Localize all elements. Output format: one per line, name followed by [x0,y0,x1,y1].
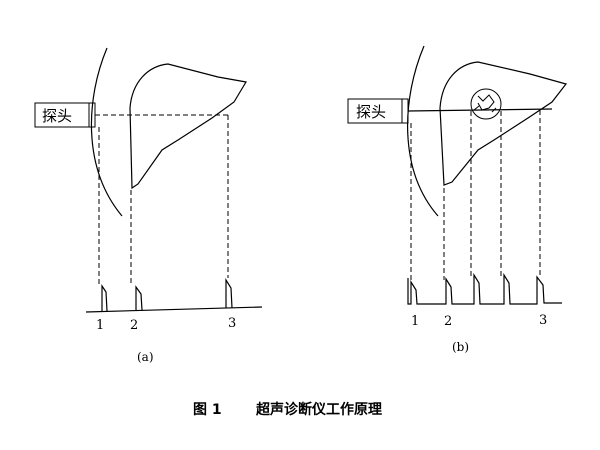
marker-1-a: 1 [96,318,104,333]
marker-2-a: 2 [130,318,138,333]
sub-label-b: (b) [452,340,469,354]
panel-a: 探头 1 2 3 (a) [34,47,263,364]
marker-2-b: 2 [444,314,452,329]
figure-title: 超声诊断仪工作原理 [255,401,382,418]
baseline-a [85,306,263,313]
echo-pulse-3-a [225,277,233,309]
echo-pulse-1-a [101,284,108,312]
probe-label-b: 探头 [356,103,386,121]
marker-3-b: 3 [539,313,547,328]
beam-line-b [407,108,553,112]
sub-label-a: (a) [137,350,154,364]
figure-number: 图 1 [193,402,222,418]
marker-1-b: 1 [411,314,419,329]
echo-trace-b [407,272,562,305]
marker-3-a: 3 [228,316,236,331]
body-wall-a [90,47,123,217]
organ-outline-b [439,61,568,186]
panel-b: 探头 1 2 3 (b) [347,45,568,354]
probe-label-a: 探头 [42,107,72,125]
organ-outline-a [129,63,247,190]
lesion-b [470,88,502,120]
echo-pulse-2-a [135,285,143,311]
body-wall-b [407,45,439,217]
